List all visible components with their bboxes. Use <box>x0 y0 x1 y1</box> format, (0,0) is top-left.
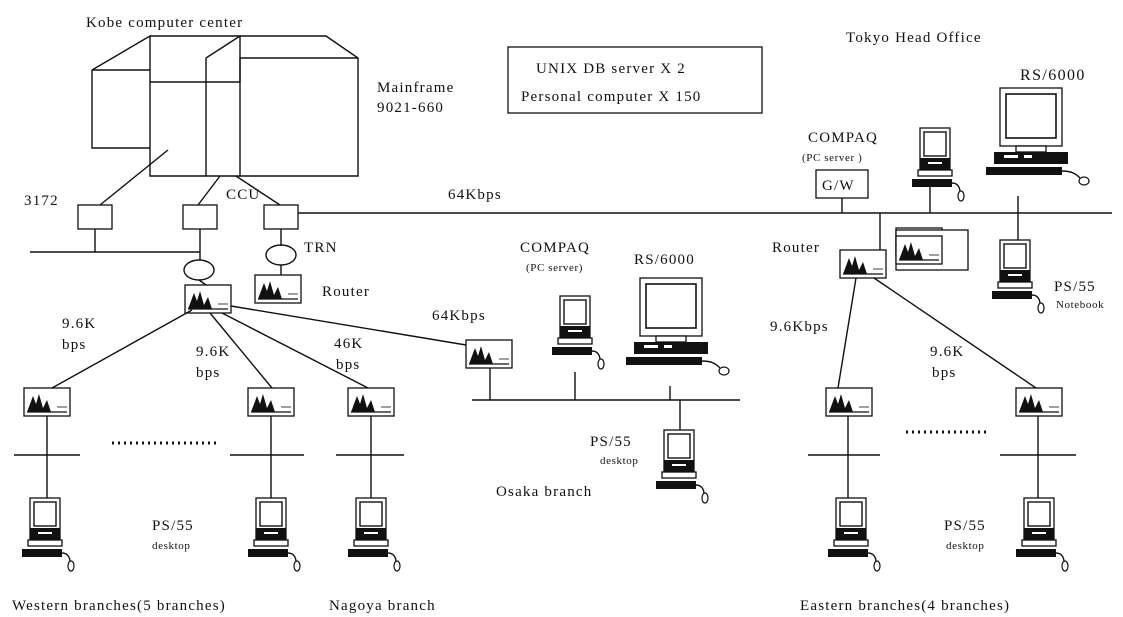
desktop-east-label: desktop <box>946 540 984 552</box>
speed-64k-top: 64Kbps <box>448 187 502 203</box>
pc-tokyo-notebook <box>991 239 1045 314</box>
desktop-osaka-label: desktop <box>600 455 638 467</box>
pc-osaka <box>655 429 709 504</box>
w96-label-2: bps <box>62 337 86 353</box>
ps55-east-label: PS/55 <box>944 518 986 534</box>
pc-server-osaka-label: (PC server) <box>526 262 583 274</box>
nagoya-branch-label: Nagoya branch <box>329 598 436 614</box>
e96kbps-label: 9.6Kbps <box>770 319 829 335</box>
kobe-center-label: Kobe computer center <box>86 15 243 31</box>
osaka-branch-label: Osaka branch <box>496 484 592 500</box>
tokyo-office-label: Tokyo Head Office <box>846 30 982 46</box>
ps55-notebook-label: PS/55 <box>1054 279 1096 295</box>
compaq-tokyo-label: COMPAQ <box>808 130 878 146</box>
e96-label-2: bps <box>932 365 956 381</box>
gateway-box <box>815 169 869 199</box>
m96-label-2: bps <box>196 365 220 381</box>
router-eastern <box>825 387 873 417</box>
mainframe-model: 9021-660 <box>377 100 444 116</box>
legend-box <box>507 46 763 114</box>
router-tokyo-label: Router <box>772 240 820 256</box>
router-hub <box>184 284 232 314</box>
m96-label-1: 9.6K <box>196 344 230 360</box>
notebook-label: Notebook <box>1056 299 1104 311</box>
rs6000-osaka <box>625 277 730 376</box>
ring-ccu <box>183 259 215 281</box>
rs6000-tokyo <box>985 87 1090 186</box>
mainframe <box>91 34 359 177</box>
ps55-osaka-label: PS/55 <box>590 434 632 450</box>
router-western-5 <box>247 387 295 417</box>
ccu-box-1 <box>182 204 218 230</box>
compaq-osaka-server <box>551 295 605 370</box>
router-kobe-label: Router <box>322 284 370 300</box>
pc-western-2 <box>247 497 301 572</box>
legend-unix: UNIX DB server X 2 <box>536 61 686 77</box>
gw-label: G/W <box>822 178 855 194</box>
trn-label: TRN <box>304 240 338 256</box>
device-3172 <box>77 204 113 230</box>
router-osaka <box>465 339 513 369</box>
rs6000-osaka-label: RS/6000 <box>634 252 695 268</box>
eastern-branches-label: Eastern branches(4 branches) <box>800 598 1010 614</box>
router-eastern-4 <box>1015 387 1063 417</box>
router-tokyo-2b <box>895 235 943 265</box>
western-branches-label: Western branches(5 branches) <box>12 598 226 614</box>
pc-eastern-2 <box>1015 497 1069 572</box>
speed-64k-mid: 64Kbps <box>432 308 486 324</box>
router-nagoya <box>347 387 395 417</box>
ring-trn <box>265 244 297 266</box>
router-tokyo <box>839 249 887 279</box>
pc-western-1 <box>21 497 75 572</box>
pc-server-tokyo-label: (PC server ) <box>802 152 862 164</box>
router-trn <box>254 274 302 304</box>
router-western <box>23 387 71 417</box>
legend-pc: Personal computer X 150 <box>521 89 702 105</box>
mainframe-label: Mainframe <box>377 80 454 96</box>
w96-label-1: 9.6K <box>62 316 96 332</box>
e96-label-1: 9.6K <box>930 344 964 360</box>
device-3172-label: 3172 <box>24 193 59 209</box>
ps55-west-label: PS/55 <box>152 518 194 534</box>
n46-label-1: 46K <box>334 336 363 352</box>
compaq-tokyo-server <box>911 127 965 202</box>
desktop-west-label: desktop <box>152 540 190 552</box>
pc-nagoya <box>347 497 401 572</box>
rs6000-tokyo-label: RS/6000 <box>1020 67 1086 84</box>
ccu-box-2 <box>263 204 299 230</box>
ccu-label: CCU <box>226 187 260 203</box>
n46-label-2: bps <box>336 357 360 373</box>
pc-eastern-1 <box>827 497 881 572</box>
compaq-osaka-label: COMPAQ <box>520 240 590 256</box>
